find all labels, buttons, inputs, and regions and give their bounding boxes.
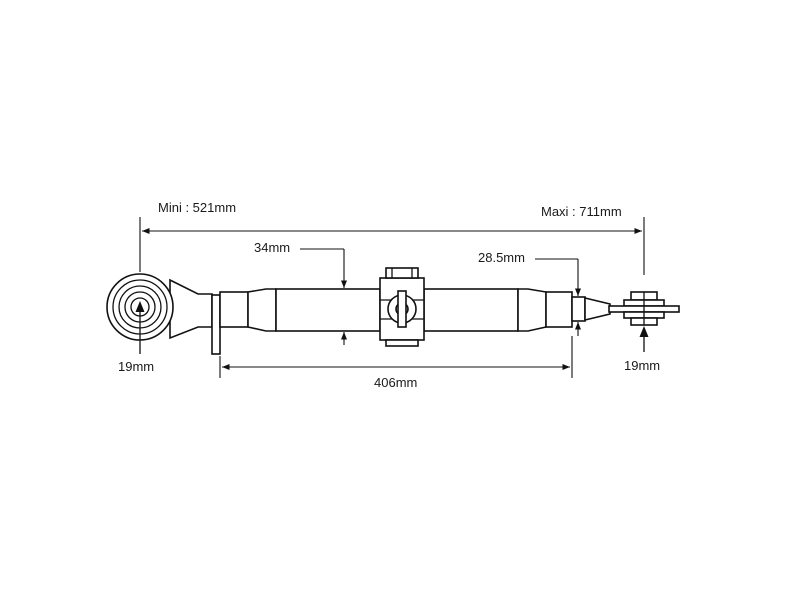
right-pin-eye xyxy=(608,291,680,352)
right-eye-diameter-label: 19mm xyxy=(624,358,660,373)
mini-length-label: Mini : 521mm xyxy=(158,200,236,215)
tube-diameter-label: 34mm xyxy=(254,240,290,255)
shaft-diameter-dimension xyxy=(535,258,582,336)
main-tube xyxy=(275,288,573,332)
tube-diameter-dimension xyxy=(300,248,348,345)
right-shaft xyxy=(571,296,611,322)
tube-length-label: 406mm xyxy=(374,375,417,390)
shaft-diameter-label: 28.5mm xyxy=(478,250,525,265)
left-eye-diameter-label: 19mm xyxy=(118,359,154,374)
maxi-length-label: Maxi : 711mm xyxy=(541,204,622,219)
tube-length-dimension xyxy=(219,336,573,378)
left-rod xyxy=(219,288,277,332)
overall-length-dimension xyxy=(139,217,645,275)
adjuster-nut xyxy=(379,267,425,347)
left-ball-eye xyxy=(106,273,213,354)
lock-plate xyxy=(211,294,221,355)
